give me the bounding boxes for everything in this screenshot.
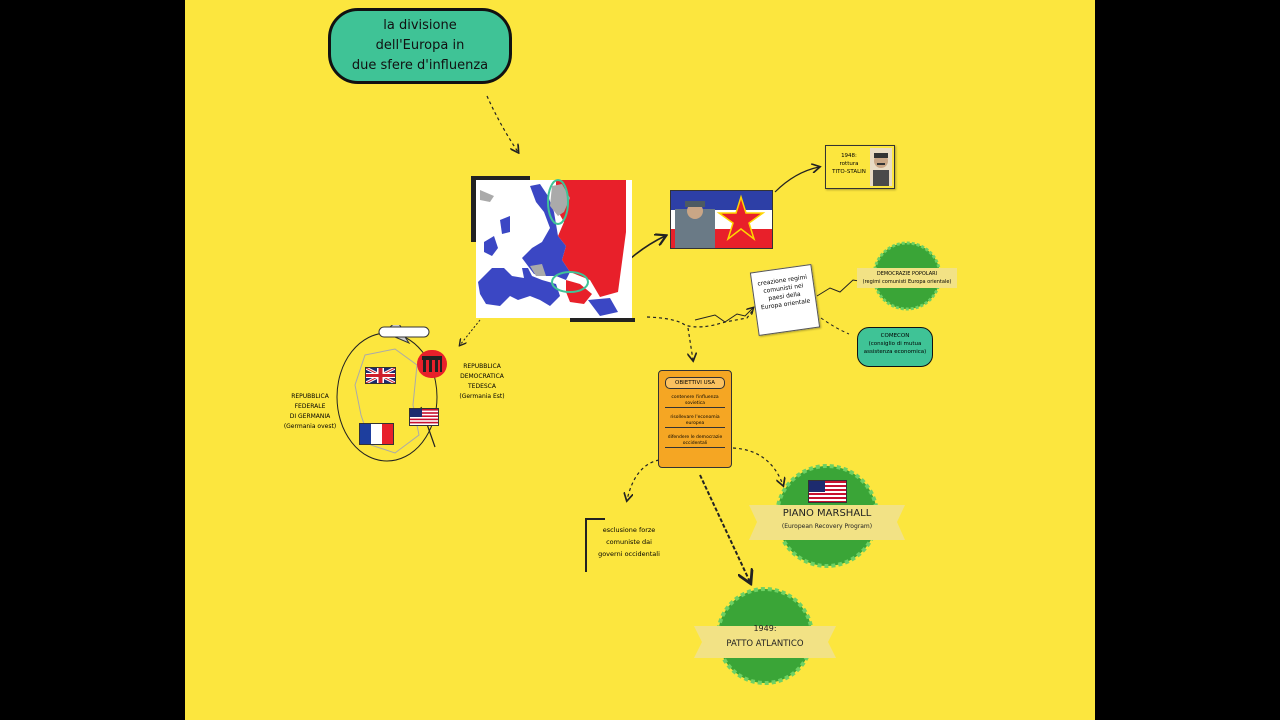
comecon-text: COMECON (consiglio di mutua assistenza e… [858,332,932,356]
europe-map [470,172,635,322]
stalin-portrait-icon [870,148,892,186]
usa-objective-item: contenere l'influenza sovietica [665,395,725,408]
tito-stalin-card: 1948: rottura TITO-STALIN [825,145,895,189]
mind-map-canvas: la divisione dell'Europa in due sfere d'… [185,0,1095,720]
tito-stalin-text: 1948: rottura TITO-STALIN [828,152,870,176]
marshall-title: PIANO MARSHALL [747,508,907,519]
tito-yugoslavia-image [670,190,773,249]
usa-objectives-card: OBIETTIVI USA contenere l'influenza sovi… [658,370,732,468]
europe-map-image [470,172,635,322]
marshall-subtitle: (European Recovery Program) [747,523,907,530]
comecon-bubble: COMECON (consiglio di mutua assistenza e… [857,327,933,367]
berlin-gate-icon [417,350,447,378]
patto-atlantico-badge [690,586,840,686]
title-bubble: la divisione dell'Europa in due sfere d'… [328,8,512,84]
usa-objective-item: risollevare l'economia europea [665,415,725,428]
patto-year: 1949: [690,624,840,633]
regimes-text: creazione regimi comunisti nei paesi del… [754,273,814,312]
title-text: la divisione dell'Europa in due sfere d'… [352,16,488,76]
usa-objective-item: difendere le democrazie occidentali [665,435,725,448]
connector-arrows [185,0,1095,720]
germany-east-label: REPUBBLICA DEMOCRATICA TEDESCA (Germania… [447,362,517,402]
usa-objectives-title-text: OBIETTIVI USA [666,378,724,388]
usa-flag-icon [409,408,439,426]
uk-flag-icon [365,367,396,384]
marshall-usa-flag-icon [808,480,847,503]
france-flag-icon [359,423,394,445]
exclusion-note [585,518,587,572]
democrazie-text: DEMOCRAZIE POPOLARI (regimi comunisti Eu… [853,270,961,286]
germany-west-label: REPUBBLICA FEDERALE DI GERMANIA (Germani… [275,392,345,432]
usa-objectives-title: OBIETTIVI USA [665,377,725,389]
patto-title: PATTO ATLANTICO [690,639,840,649]
regimes-card: creazione regimi comunisti nei paesi del… [750,264,820,336]
exclusion-note-top [585,518,605,520]
exclusion-text: esclusione forze comuniste dai governi o… [589,524,669,560]
